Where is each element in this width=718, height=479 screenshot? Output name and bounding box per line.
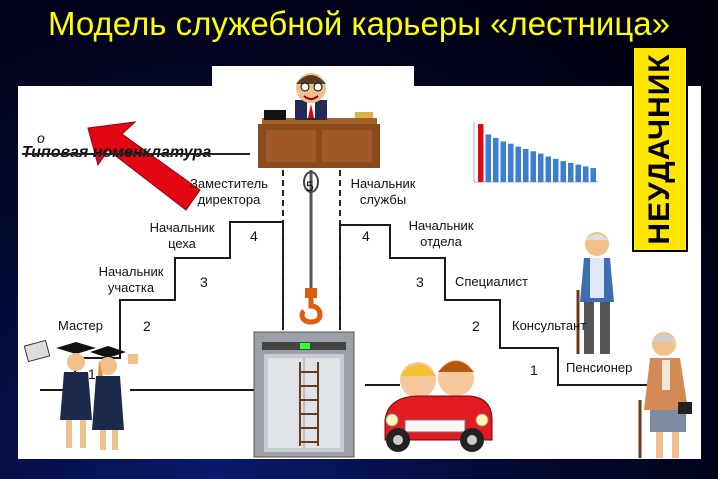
chart-bar [508,143,514,182]
chart-bar [545,156,551,182]
left-step-number-4: 4 [250,228,258,244]
director-desk-icon [258,73,380,168]
bar-chart-icon [458,118,600,190]
left-step-label-2: Начальник участка [98,264,164,295]
right-step-number-2: 2 [472,318,480,334]
right-step-label-1: Пенсионер [566,360,633,375]
chart-bar [575,164,581,182]
red-arrow-icon [87,121,201,211]
right-step-label-4: Начальник отдела [408,218,474,249]
left-step-label-3: Начальник цеха [149,220,215,251]
right-step-number-1: 1 [530,362,538,378]
chart-bar [515,146,521,182]
right-step-number-3: 3 [416,274,424,290]
chart-bar [590,168,596,182]
right-step-number-4: 4 [362,228,370,244]
chart-bar [485,134,491,182]
chart-bar [478,124,484,182]
loser-badge-text: НЕУДАЧНИК [643,53,676,245]
crane-hook-icon [299,288,323,325]
page-title: Модель служебной карьеры «лестница» [48,5,670,42]
elevator-icon [253,331,355,458]
nomenclature-label: Типовая номенклатура [22,144,212,161]
nomenclature-strikethrough [22,153,250,155]
left-step-number-2: 2 [143,318,151,334]
top-step-number: 5 [306,178,314,194]
chart-bar [530,151,536,182]
right-step-label-2: Консультант [512,318,587,333]
cable-loop [303,171,319,193]
chart-bar [500,141,506,182]
left-step-label-1: Мастер [58,318,103,333]
nomenclature-letter: о [37,130,45,146]
chart-bar [538,153,544,182]
left-step-label-4: Заместитель директора [190,176,268,207]
right-step-label-5: Начальник службы [350,176,416,207]
chart-bar [493,137,499,182]
chart-bar [568,162,574,182]
chart-bar [583,166,589,182]
graduates-icon [23,339,138,450]
chart-bar [560,161,566,182]
old-man-icon [576,232,614,354]
chart-bar [523,148,529,182]
old-woman-icon [638,332,692,458]
right-step-label-3: Специалист [455,274,528,289]
kids-car-icon [384,360,493,452]
right-staircase [339,224,665,386]
left-step-number-1: 1 [88,366,96,382]
chart-bar [553,158,559,182]
left-step-number-3: 3 [200,274,208,290]
loser-badge: НЕУДАЧНИК [632,46,688,252]
